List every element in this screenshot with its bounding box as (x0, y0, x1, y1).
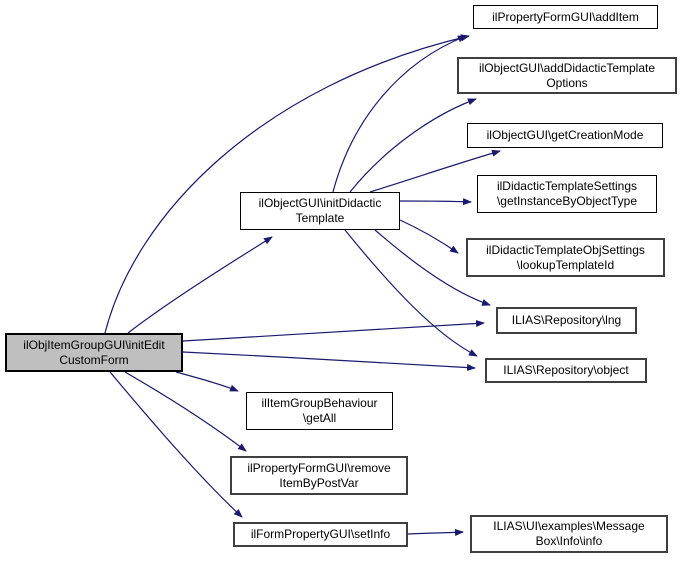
edge-initedit-to-lng (182, 320, 485, 342)
edge-initedit-to-setinfo (109, 371, 243, 518)
edge-initedit-to-additem (104, 34, 470, 334)
edge-initdidactic-to-lng (374, 229, 491, 306)
edge-initedit-to-removeitem (124, 371, 247, 452)
node-init-didactic-template[interactable]: ilObjectGUI\initDidactic Template (240, 192, 400, 230)
edge-initedit-to-getall (175, 371, 239, 392)
edge-initdidactic-to-getcreationmode (369, 149, 501, 193)
node-init-edit-custom-form: ilObjItemGroupGUI\initEdit CustomForm (5, 333, 183, 372)
edge-initedit-to-initdidactic (127, 236, 273, 334)
node-lookup-template-id[interactable]: ilDidacticTemplateObjSettings \lookupTem… (466, 238, 665, 277)
node-set-info[interactable]: ilFormPropertyGUI\setInfo (233, 522, 408, 547)
edge-setinfo-to-messageboxinfo (407, 528, 464, 536)
edge-initdidactic-to-object (344, 229, 478, 357)
node-repository-object[interactable]: ILIAS\Repository\object (485, 358, 647, 383)
node-get-all[interactable]: ilItemGroupBehaviour \getAll (246, 392, 393, 430)
node-get-instance-by-object-type[interactable]: ilDidacticTemplateSettings \getInstanceB… (477, 175, 657, 213)
node-repository-lng[interactable]: ILIAS\Repository\lng (496, 307, 637, 334)
node-get-creation-mode[interactable]: ilObjectGUI\getCreationMode (467, 123, 663, 148)
edge-initdidactic-to-getinstance (399, 198, 472, 206)
node-add-didactic-template-options[interactable]: ilObjectGUI\addDidacticTemplate Options (457, 57, 677, 94)
edge-initdidactic-to-adddidacticoptions (349, 98, 477, 193)
node-message-box-info[interactable]: ILIAS\UI\examples\Message Box\Info\info (470, 515, 668, 553)
edge-initedit-to-object (182, 351, 476, 371)
edge-initdidactic-to-lookuptemplateid (399, 219, 459, 254)
edge-initdidactic-to-additem (332, 35, 467, 193)
node-add-item[interactable]: ilPropertyFormGUI\addItem (473, 5, 658, 29)
node-remove-item-by-post-var[interactable]: ilPropertyFormGUI\remove ItemByPostVar (230, 456, 408, 495)
